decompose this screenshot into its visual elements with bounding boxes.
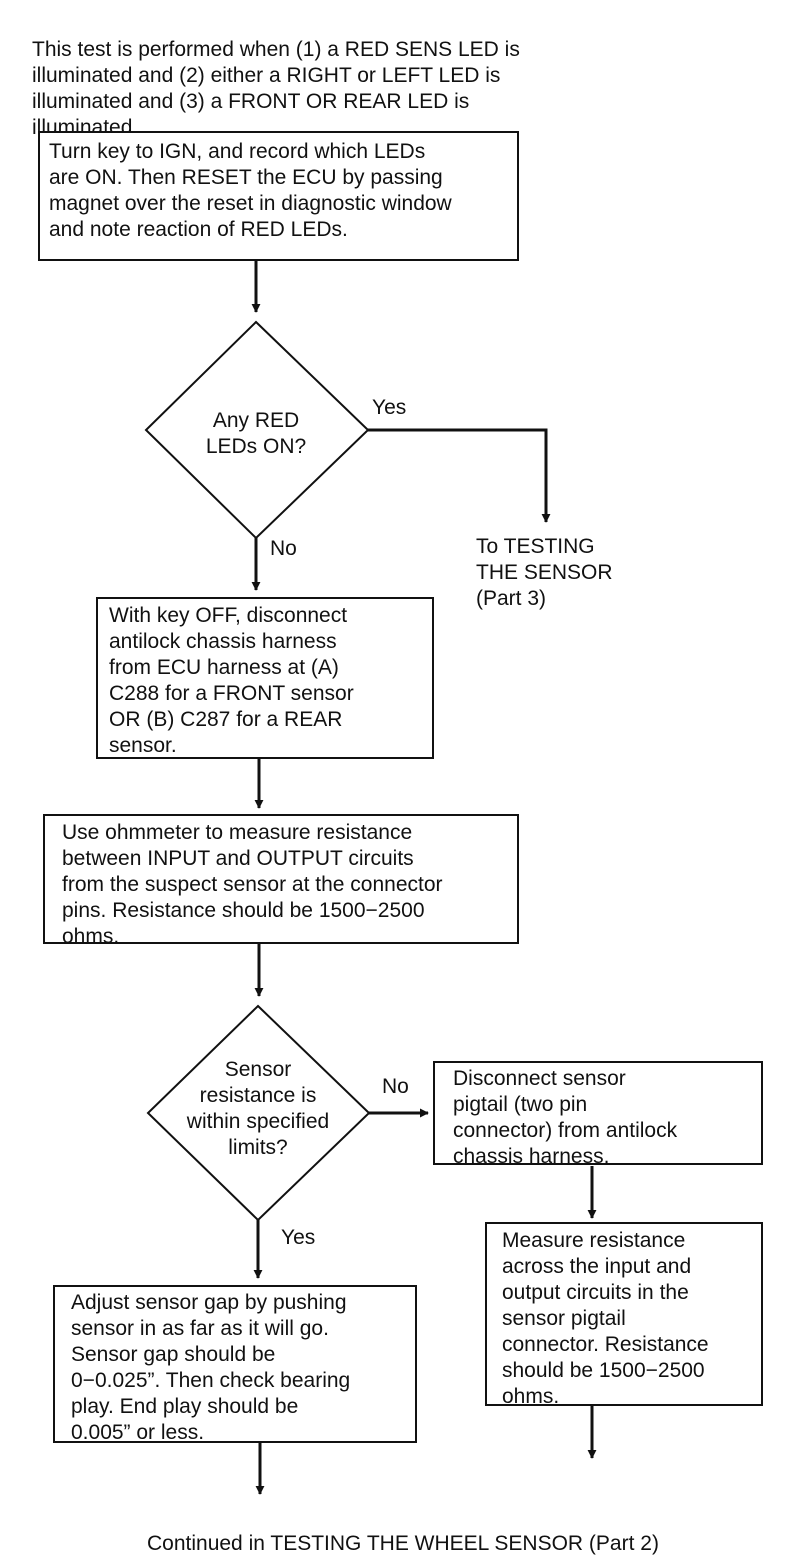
step-disconnect-harness-box: With key OFF, disconnect antilock chassi… xyxy=(96,597,434,759)
testing-sensor-reference: To TESTING THE SENSOR (Part 3) xyxy=(476,534,613,612)
decision2-yes-label: Yes xyxy=(281,1226,316,1249)
step-text-line: pins. Resistance should be 1500−2500 xyxy=(62,899,425,922)
step-text-line: sensor. xyxy=(109,734,177,757)
step-text-line: chassis harness. xyxy=(453,1145,610,1168)
step-text-line: With key OFF, disconnect xyxy=(109,604,348,627)
step-text-line: between INPUT and OUTPUT circuits xyxy=(62,847,414,870)
step-text-line: should be 1500−2500 xyxy=(502,1359,705,1382)
intro-line: This test is performed when (1) a RED SE… xyxy=(32,38,520,61)
step-disconnect-pigtail-box: Disconnect sensor pigtail (two pin conne… xyxy=(433,1061,763,1168)
step-text-line: connector) from antilock xyxy=(453,1119,678,1142)
decision-text-line: resistance is xyxy=(199,1084,317,1107)
decision-text-line: within specified xyxy=(186,1110,330,1133)
reference-text-line: (Part 3) xyxy=(476,587,547,610)
step-text-line: are ON. Then RESET the ECU by passing xyxy=(49,166,443,189)
reference-text-line: To TESTING xyxy=(476,535,595,558)
step-text-line: Measure resistance xyxy=(502,1229,686,1252)
step-text-line: Use ohmmeter to measure resistance xyxy=(62,821,413,844)
decision-text-line: limits? xyxy=(228,1136,288,1159)
step-text-line: pigtail (two pin xyxy=(453,1093,588,1116)
step-text-line: Sensor gap should be xyxy=(71,1343,276,1366)
step-text-line: across the input and xyxy=(502,1255,692,1278)
decision2-no-label: No xyxy=(382,1075,409,1098)
intro-line: illuminated and (3) a FRONT OR REAR LED … xyxy=(32,90,470,113)
step-reset-ecu-box: Turn key to IGN, and record which LEDs a… xyxy=(38,131,519,261)
step-text-line: connector. Resistance xyxy=(502,1333,709,1356)
decision-text-line: Sensor xyxy=(224,1058,292,1081)
step-text-line: from ECU harness at (A) xyxy=(109,656,339,679)
intro-line: illuminated and (2) either a RIGHT or LE… xyxy=(32,64,501,87)
step-text-line: magnet over the reset in diagnostic wind… xyxy=(49,192,452,215)
step-text-line: from the suspect sensor at the connector xyxy=(62,873,443,896)
decision1-no-label: No xyxy=(270,537,297,560)
step-measure-resistance-box: Use ohmmeter to measure resistance betwe… xyxy=(43,814,519,948)
decision-text-line: Any RED xyxy=(212,409,300,432)
step-text-line: sensor pigtail xyxy=(502,1307,626,1330)
decision1-yes-label: Yes xyxy=(372,396,407,419)
reference-text-line: THE SENSOR xyxy=(476,561,613,584)
intro-paragraph: This test is performed when (1) a RED SE… xyxy=(32,37,520,141)
step-text-line: ohms. xyxy=(62,925,120,948)
arrow-yes-to-testing-sensor xyxy=(368,428,551,523)
step-text-line: sensor in as far as it will go. xyxy=(71,1317,329,1340)
step-text-line: Turn key to IGN, and record which LEDs xyxy=(49,140,426,163)
continued-reference: Continued in TESTING THE WHEEL SENSOR (P… xyxy=(147,1532,659,1555)
step-text-line: Disconnect sensor xyxy=(453,1067,626,1090)
decision-red-leds-label: Any RED LEDs ON? xyxy=(186,408,326,460)
step-text-line: antilock chassis harness xyxy=(109,630,337,653)
step-text-line: play. End play should be xyxy=(71,1395,299,1418)
step-adjust-sensor-gap-box: Adjust sensor gap by pushing sensor in a… xyxy=(53,1285,417,1444)
step-text-line: 0.005” or less. xyxy=(71,1421,205,1444)
decision-resistance-label: Sensor resistance is within specified li… xyxy=(168,1057,348,1161)
step-text-line: OR (B) C287 for a REAR xyxy=(109,708,343,731)
step-measure-pigtail-box: Measure resistance across the input and … xyxy=(485,1222,763,1408)
step-text-line: output circuits in the xyxy=(502,1281,689,1304)
step-text-line: ohms. xyxy=(502,1385,560,1408)
step-text-line: C288 for a FRONT sensor xyxy=(109,682,354,705)
step-text-line: and note reaction of RED LEDs. xyxy=(49,218,348,241)
step-text-line: 0−0.025”. Then check bearing xyxy=(71,1369,351,1392)
decision-text-line: LEDs ON? xyxy=(205,435,307,458)
step-text-line: Adjust sensor gap by pushing xyxy=(71,1291,347,1314)
